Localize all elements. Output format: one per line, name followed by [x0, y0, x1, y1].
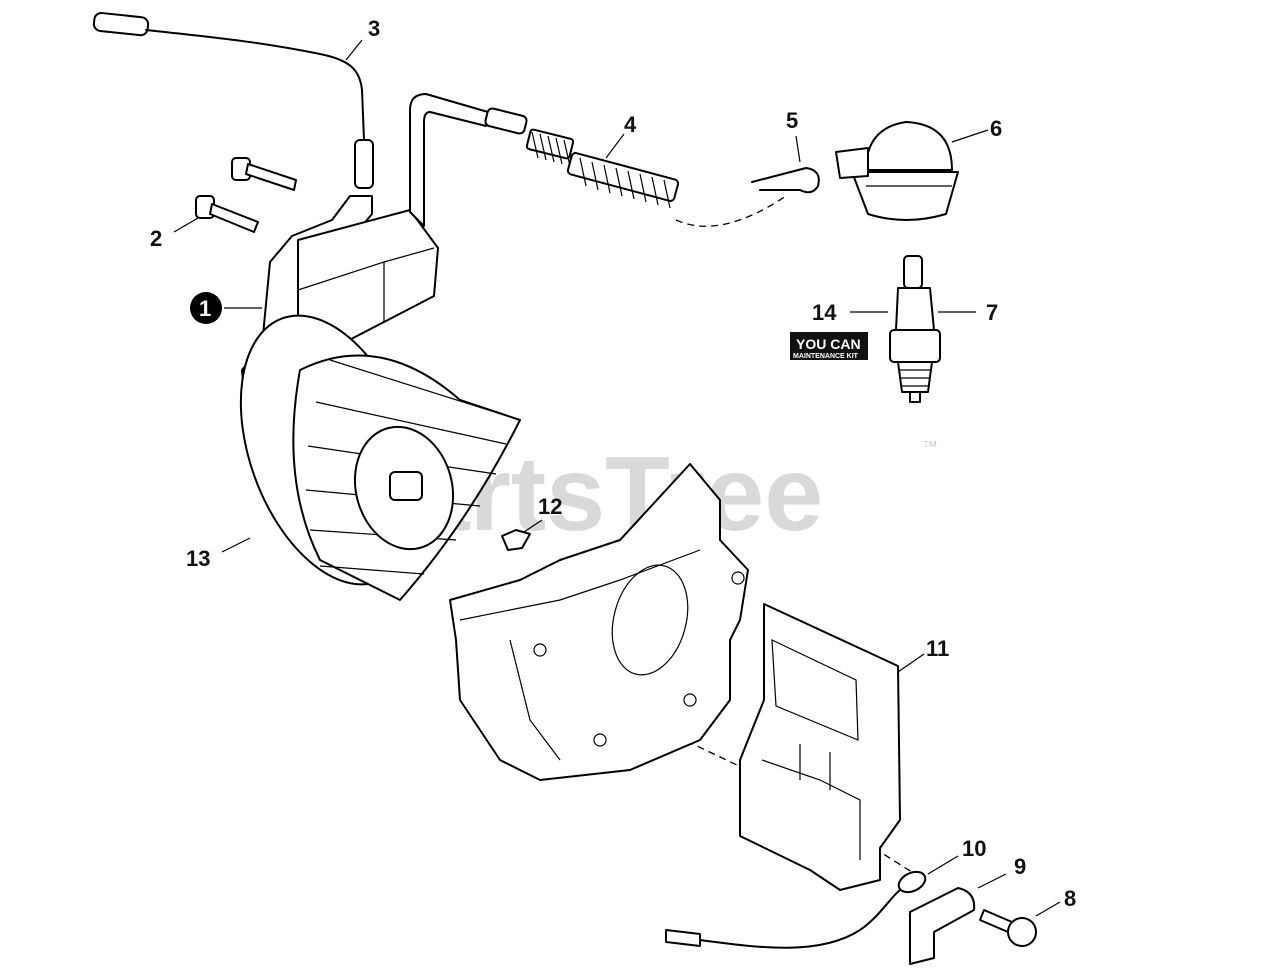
callout-4[interactable]: 4	[624, 112, 637, 137]
callout-11[interactable]: 11	[926, 636, 949, 661]
part-9-bracket[interactable]	[909, 887, 976, 965]
crankcase-housing	[449, 463, 749, 781]
callout-7[interactable]: 7	[986, 300, 998, 325]
callout-13[interactable]: 13	[186, 546, 210, 571]
part-12-key[interactable]	[501, 529, 531, 551]
badge-bottom-text: MAINTENANCE KIT	[793, 353, 859, 360]
watermark-trademark: ™	[922, 439, 938, 456]
part-4-connector-spring[interactable]	[484, 107, 680, 209]
maintenance-kit-badge: YOU CAN MAINTENANCE KIT	[790, 332, 868, 360]
part-13-flywheel[interactable]	[207, 291, 521, 609]
badge-top-text: YOU CAN	[796, 336, 861, 352]
part-5-clip[interactable]	[751, 167, 820, 194]
part-6-primer-bulb[interactable]	[835, 121, 959, 221]
part-3-plug-lead[interactable]	[92, 12, 374, 189]
callout-8[interactable]: 8	[1064, 886, 1076, 911]
callout-1[interactable]: 1	[199, 296, 211, 321]
part-8-bolt[interactable]	[979, 909, 1037, 947]
part-11-gasket-plate[interactable]	[739, 603, 901, 891]
leader-lines	[173, 39, 1061, 917]
part-10-ground-wire[interactable]	[665, 868, 928, 949]
callout-12[interactable]: 12	[538, 494, 562, 519]
callout-5[interactable]: 5	[786, 108, 798, 133]
callout-3[interactable]: 3	[368, 16, 380, 41]
callout-6[interactable]: 6	[990, 116, 1002, 141]
part-2-screws[interactable]	[195, 157, 297, 233]
callout-10[interactable]: 10	[962, 836, 986, 861]
callout-14[interactable]: 14	[812, 300, 837, 325]
callout-9[interactable]: 9	[1014, 854, 1026, 879]
callout-2[interactable]: 2	[150, 226, 162, 251]
callout-labels: 1 2 3 4 5 6 7 8 9 10 11 12 13 14	[150, 16, 1076, 911]
part-7-spark-plug[interactable]	[889, 255, 941, 403]
callout-1-badge	[190, 292, 222, 324]
